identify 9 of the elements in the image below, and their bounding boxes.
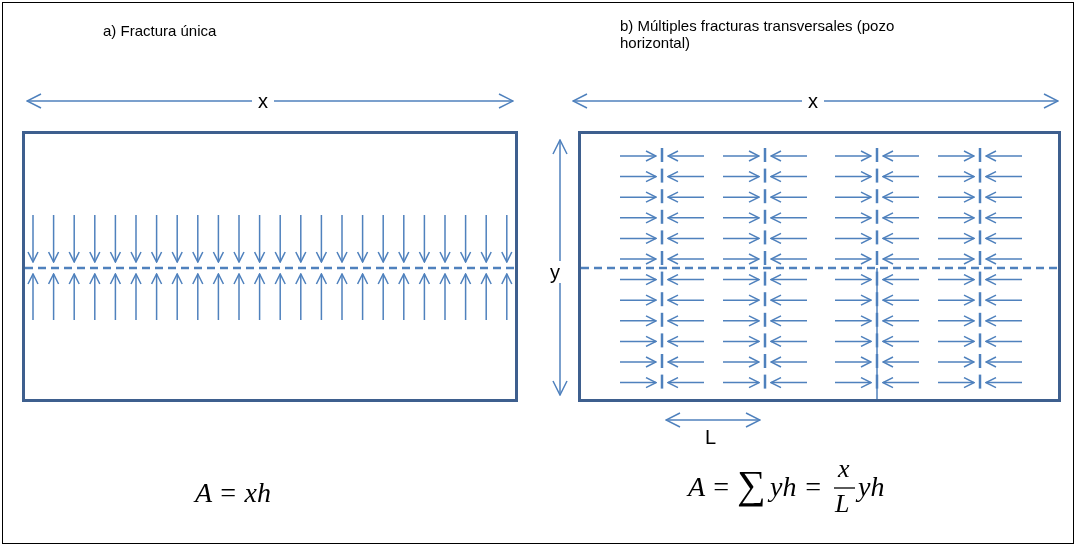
panel-title: a) Fractura única bbox=[103, 23, 217, 40]
formula: A = bbox=[688, 472, 731, 503]
reservoir-rectangle bbox=[22, 131, 518, 402]
fraction-denominator: L bbox=[835, 490, 850, 519]
formula: A = xh bbox=[195, 478, 271, 509]
dimension-label: L bbox=[705, 426, 717, 448]
sum-symbol: ∑ bbox=[737, 463, 766, 507]
panel-title: b) Múltiples fracturas transversales (pozo horizontal) bbox=[620, 18, 896, 51]
fraction-numerator: x bbox=[838, 455, 850, 484]
